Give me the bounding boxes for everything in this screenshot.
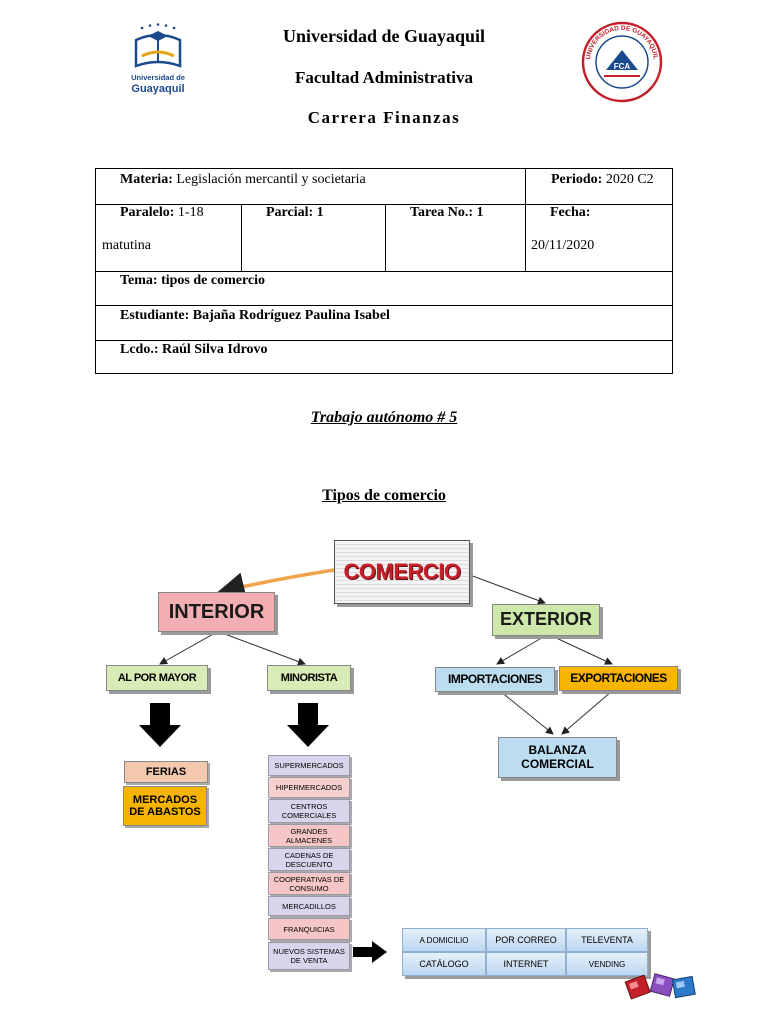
university-title: Universidad de Guayaquil (282, 26, 486, 46)
connector-import-balanza (499, 690, 554, 735)
down-arrow-mayor (139, 703, 181, 747)
minorista-item: MERCADILLOS (268, 896, 350, 916)
trabajo-heading: Trabajo autónomo # 5 (310, 409, 458, 426)
minorista-item: GRANDES ALMACENES (268, 824, 350, 847)
logo-left-line2: Guayaquil (131, 83, 184, 95)
minorista-item: CADENAS DE DESCUENTO (268, 848, 350, 871)
minorista-item: NUEVOS SISTEMAS DE VENTA (268, 942, 350, 970)
estudiante-cell: Estudiante: Bajaña Rodríguez Paulina Isa… (120, 308, 390, 323)
ferias-label: FERIAS (145, 765, 187, 778)
minorista-item: FRANQUICIAS (268, 918, 350, 940)
ventas-cell: VENDING (566, 952, 648, 976)
ventas-cell: A DOMICILIO (402, 928, 486, 952)
connector-interior-mayor (159, 632, 216, 665)
ventas-table: A DOMICILIO POR CORREO TELEVENTA CATÁLOG… (402, 928, 648, 976)
connector-root-exterior (469, 574, 546, 605)
tarea-cell: Tarea No.: 1 (410, 205, 484, 220)
importaciones-box: IMPORTACIONES (435, 667, 555, 692)
right-arrow-ventas (353, 941, 387, 963)
connector-root-interior (216, 568, 335, 600)
balanza-line2: COMERCIAL (521, 756, 594, 771)
mercados-line2: DE ABASTOS (129, 806, 201, 818)
faculty-seal-right: UNIVERSIDAD DE GUAYAQUIL FCA (581, 21, 663, 103)
tipos-heading: Tipos de comercio (322, 487, 446, 504)
seal-fca: FCA (614, 62, 631, 71)
connector-exterior-export (551, 635, 613, 665)
minorista-item: CENTROS COMERCIALES (268, 799, 350, 823)
comercio-box: COMERCIO (334, 540, 470, 604)
ventas-cell: CATÁLOGO (402, 952, 486, 976)
mercados-box: MERCADOS DE ABASTOS (123, 786, 207, 826)
ventas-cell: INTERNET (486, 952, 566, 976)
tema-cell: Tema: tipos de comercio (120, 273, 266, 288)
interior-label: INTERIOR (168, 601, 265, 623)
down-arrow-minorista (287, 703, 329, 747)
periodo-cell: Periodo: 2020 C2 (551, 172, 654, 187)
ferias-box: FERIAS (124, 761, 208, 783)
importaciones-label: IMPORTACIONES (448, 671, 542, 686)
faculty-title: Facultad Administrativa (294, 68, 474, 87)
balanza-box: BALANZA COMERCIAL (498, 737, 617, 778)
paralelo-value: 1-18 (177, 205, 204, 220)
balanza-line1: BALANZA (528, 743, 587, 758)
al-por-mayor-box: AL POR MAYOR (106, 665, 208, 691)
ventas-cell: TELEVENTA (566, 928, 648, 952)
materia-cell: Materia: Legislación mercantil y societa… (120, 172, 366, 187)
exterior-label: EXTERIOR (499, 609, 592, 630)
info-table: Materia: Legislación mercantil y societa… (95, 168, 673, 374)
exterior-box: EXTERIOR (492, 604, 600, 636)
career-title: Carrera Finanzas (307, 108, 461, 127)
university-logo-left: Universidad de Guayaquil (131, 23, 185, 95)
lcdo-cell: Lcdo.: Raúl Silva Idrovo (120, 342, 268, 357)
periodo-value: 2020 C2 (605, 172, 654, 187)
minorista-item: SUPERMERCADOS (268, 755, 350, 776)
ventas-cell: POR CORREO (486, 928, 566, 952)
paralelo-cell: Paralelo: 1-18 (120, 205, 204, 220)
materia-value: Legislación mercantil y societaria (176, 172, 366, 187)
interior-box: INTERIOR (158, 592, 275, 632)
minorista-box: MINORISTA (267, 665, 351, 691)
connector-export-balanza (561, 690, 613, 735)
fecha-value: 20/11/2020 (531, 238, 595, 253)
exportaciones-box: EXPORTACIONES (559, 666, 678, 691)
decorative-blocks-icon (624, 973, 696, 1000)
exportaciones-label: EXPORTACIONES (570, 670, 667, 685)
mercados-line1: MERCADOS (132, 793, 198, 806)
connector-interior-minorista (221, 632, 306, 666)
al-por-mayor-label: AL POR MAYOR (117, 671, 197, 684)
parcial-cell: Parcial: 1 (266, 205, 324, 220)
logo-left-line1: Universidad de (131, 73, 185, 82)
minorista-item: COOPERATIVAS DE CONSUMO (268, 872, 350, 895)
fecha-label: Fecha: (550, 205, 591, 220)
paralelo-extra: matutina (102, 238, 151, 253)
connector-exterior-import (496, 635, 546, 665)
minorista-label: MINORISTA (280, 671, 338, 684)
comercio-label: COMERCIO (343, 558, 462, 584)
minorista-item: HIPERMERCADOS (268, 777, 350, 798)
